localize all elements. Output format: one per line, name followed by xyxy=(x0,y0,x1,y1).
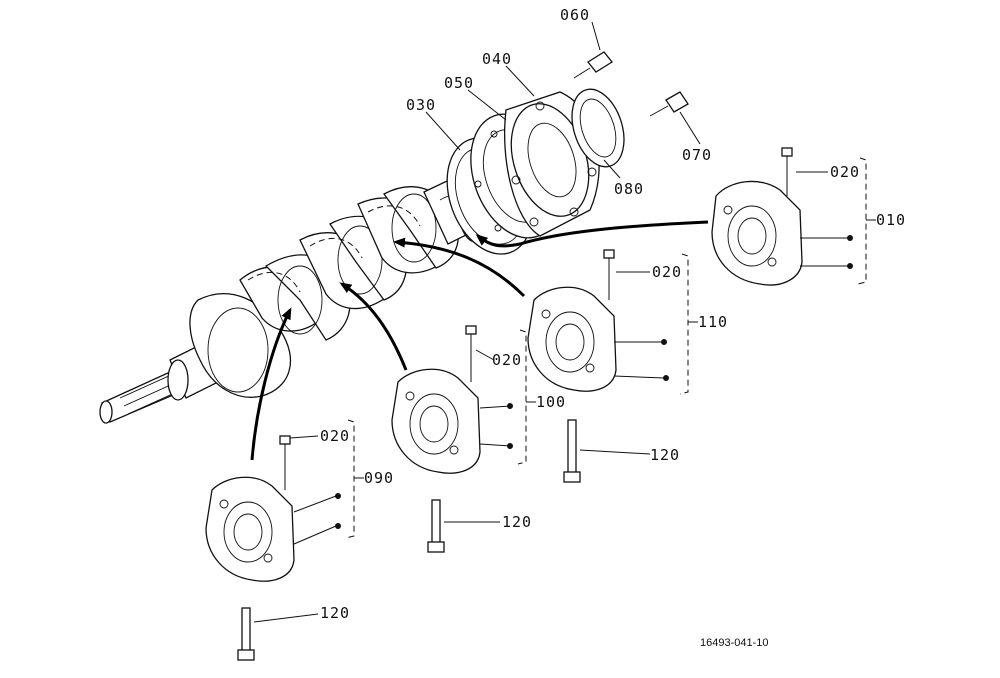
bearing-cap-010 xyxy=(711,147,803,286)
oil-seal-080 xyxy=(571,88,625,168)
label-100: 100 xyxy=(536,393,566,411)
label-010: 010 xyxy=(876,211,906,229)
label-020-mid: 020 xyxy=(492,351,522,369)
label-120-right: 120 xyxy=(650,446,680,464)
figure-reference: 16493-041-10 xyxy=(700,637,769,649)
label-110: 110 xyxy=(698,313,728,331)
bolt-070 xyxy=(649,91,689,117)
leader-lines xyxy=(253,21,850,623)
label-040: 040 xyxy=(482,50,512,68)
leader-dots xyxy=(335,235,853,529)
label-060: 060 xyxy=(560,6,590,24)
label-030: 030 xyxy=(406,96,436,114)
bearing-cap-110 xyxy=(527,249,617,483)
label-080: 080 xyxy=(614,180,644,198)
assembly-arrows xyxy=(250,220,709,461)
label-120-bottom: 120 xyxy=(320,604,350,622)
label-070: 070 xyxy=(682,146,712,164)
label-020-top: 020 xyxy=(830,163,860,181)
group-brackets xyxy=(345,157,876,539)
bearing-cap-100 xyxy=(391,325,481,553)
label-020-lower: 020 xyxy=(320,427,350,445)
label-050: 050 xyxy=(444,74,474,92)
label-020-upper-mid: 020 xyxy=(652,263,682,281)
label-090: 090 xyxy=(364,469,394,487)
bearing-cap-090 xyxy=(205,435,295,661)
label-120-center: 120 xyxy=(502,513,532,531)
bolt-060 xyxy=(573,51,613,79)
